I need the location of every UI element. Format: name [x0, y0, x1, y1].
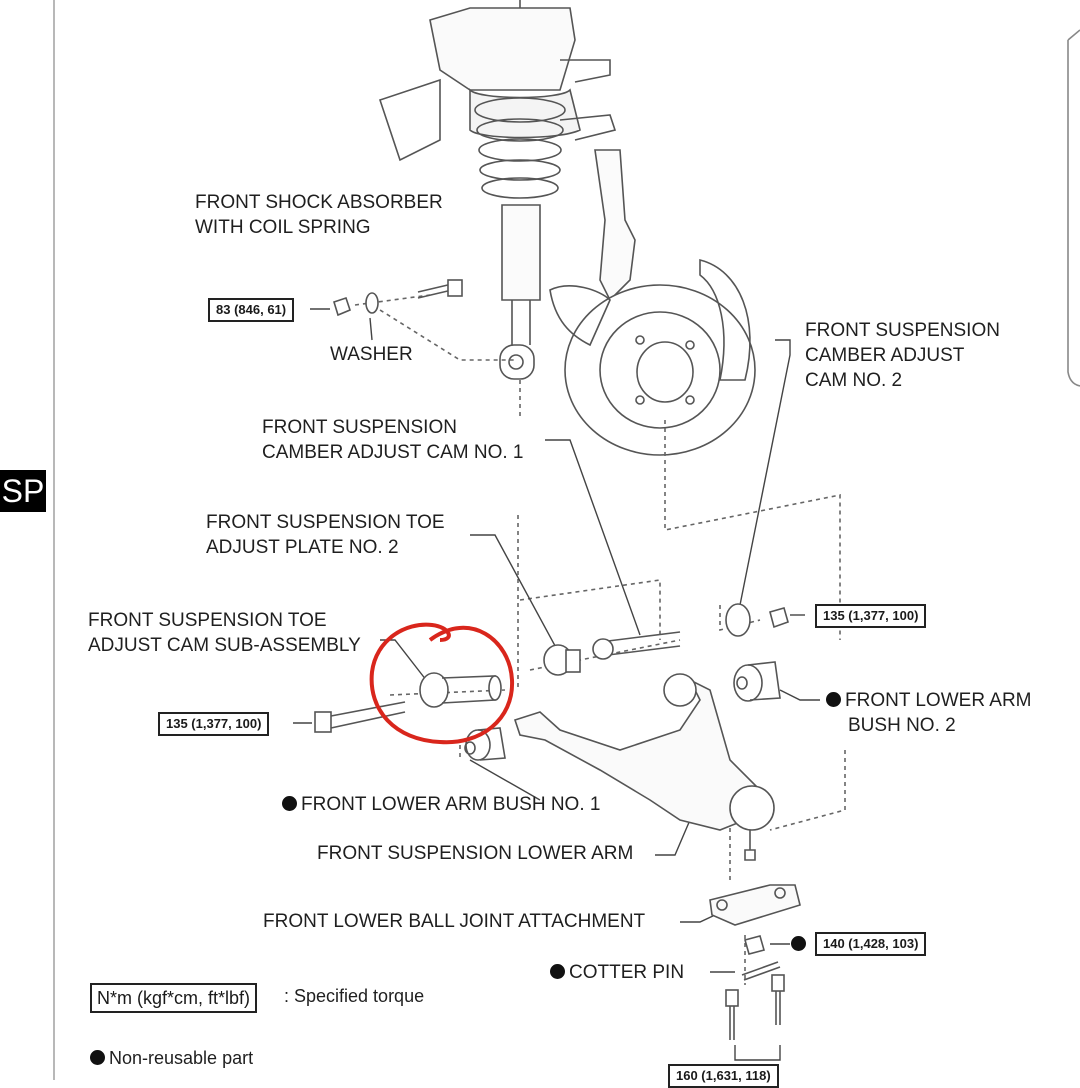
nonreusable-dot-icon	[791, 936, 806, 951]
camber-cam-no1	[592, 631, 681, 660]
label-camber-cam-no1: FRONT SUSPENSION CAMBER ADJUST CAM NO. 1	[262, 417, 524, 463]
label-toe-cam-subassembly: FRONT SUSPENSION TOE ADJUST CAM SUB-ASSE…	[88, 610, 361, 656]
torque-shock-nut: 83 (846, 61)	[208, 298, 295, 322]
label-ball-joint-attachment: FRONT LOWER BALL JOINT ATTACHMENT	[263, 911, 646, 932]
toe-bolt	[314, 701, 406, 733]
toe-cam-subassembly	[419, 672, 502, 708]
nonreusable-dot-icon	[550, 964, 565, 979]
torque-camber-cam-nut: 135 (1,377, 100)	[815, 604, 927, 628]
nonreusable-dot-icon	[282, 796, 297, 811]
label-cotter-pin: COTTER PIN	[550, 960, 684, 985]
legend-nonreusable: Non-reusable part	[90, 1046, 253, 1071]
torque-bottom-bolts: 160 (1,631, 118)	[668, 1064, 779, 1088]
lower-arm-drawing	[513, 673, 775, 861]
torque-toe-bolt: 135 (1,377, 100)	[158, 712, 270, 736]
legend-torque-box: N*m (kgf*cm, ft*lbf)	[90, 983, 258, 1013]
leader-lines	[293, 308, 820, 1061]
nonreusable-dot-icon	[90, 1050, 105, 1065]
shock-fasteners	[333, 279, 463, 317]
label-toe-plate-no2: FRONT SUSPENSION TOE ADJUST PLATE NO. 2	[206, 512, 445, 558]
shock-absorber-drawing	[378, 0, 617, 380]
label-washer: WASHER	[330, 344, 413, 365]
side-panel-edge	[1067, 29, 1080, 387]
knuckle-and-disc-drawing	[549, 149, 756, 456]
cotter-pin-drawing	[741, 961, 781, 981]
section-tab: SP	[0, 470, 46, 512]
label-lower-arm: FRONT SUSPENSION LOWER ARM	[317, 843, 634, 864]
bottom-bolts-drawing	[725, 974, 785, 1040]
camber-cam-no2	[725, 603, 789, 637]
legend-torque-text: : Specified torque	[284, 986, 425, 1006]
toe-plate-no2	[543, 644, 581, 676]
red-circle-annotation	[369, 622, 515, 745]
lower-arm-bush-no2	[733, 661, 781, 702]
label-lower-arm-bush-no2: FRONT LOWER ARM BUSH NO. 2	[826, 688, 1032, 738]
torque-ball-joint-nut: 140 (1,428, 103)	[815, 932, 927, 956]
label-shock-absorber: FRONT SHOCK ABSORBER WITH COIL SPRING	[195, 192, 443, 238]
nonreusable-dot-icon	[826, 692, 841, 707]
label-camber-cam-no2: FRONT SUSPENSION CAMBER ADJUST CAM NO. 2	[805, 320, 1000, 391]
ball-joint-attachment-drawing	[709, 884, 801, 926]
label-lower-arm-bush-no1: FRONT LOWER ARM BUSH NO. 1	[282, 792, 600, 817]
ball-joint-nut	[744, 935, 765, 955]
